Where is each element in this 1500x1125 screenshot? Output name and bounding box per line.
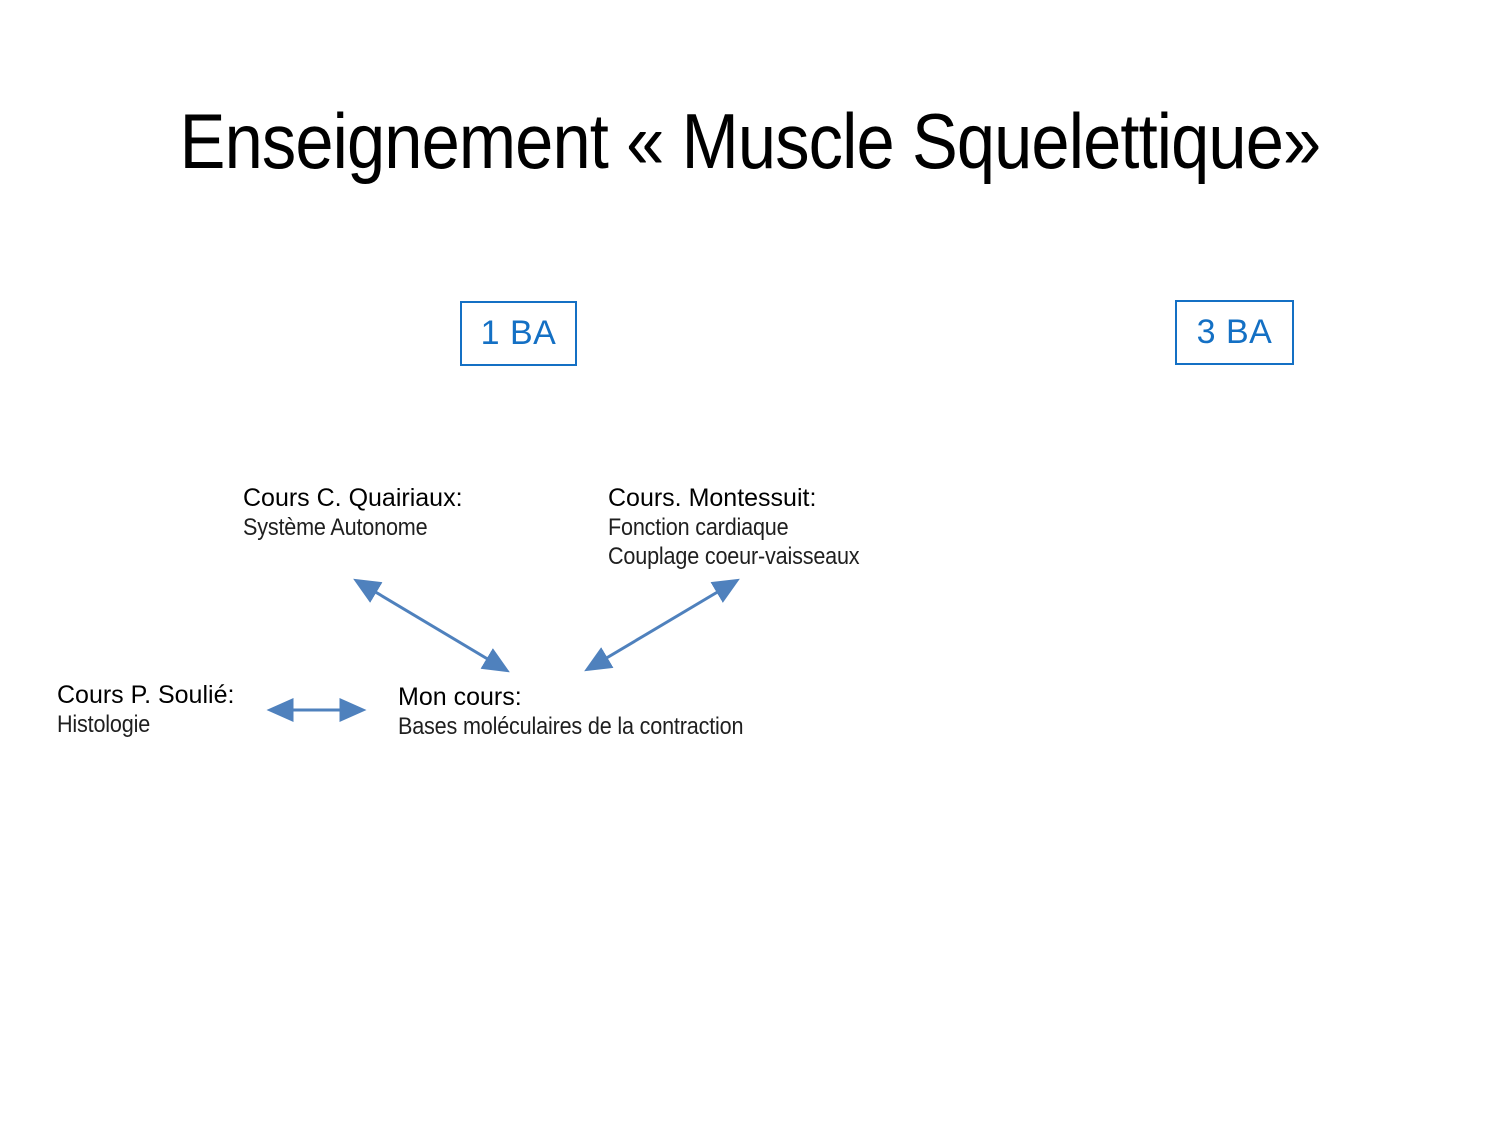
course-block-quairiaux: Cours C. Quairiaux: Système Autonome [243,484,463,542]
course-montessuit-line-2: Couplage coeur-vaisseaux [608,543,860,570]
badge-box-1ba: 1 BA [460,301,577,366]
badge-label-3ba: 3 BA [1196,313,1273,351]
arrow-quairiaux-moncours [353,578,510,673]
course-block-montessuit: Cours. Montessuit: Fonction cardiaque Co… [608,484,887,571]
course-montessuit-line-1: Fonction cardiaque [608,514,789,541]
course-moncours-line-1: Bases moléculaires de la contraction [398,713,744,740]
course-block-soulie: Cours P. Soulié: Histologie [57,681,234,739]
arrow-montessuit-moncours [584,578,740,672]
course-moncours-header: Mon cours: [398,683,522,711]
badge-label-1ba: 1 BA [480,314,557,352]
course-soulie-header: Cours P. Soulié: [57,681,235,709]
badge-box-3ba: 3 BA [1175,300,1294,365]
course-block-moncours: Mon cours: Bases moléculaires de la cont… [398,683,782,741]
course-montessuit-header: Cours. Montessuit: [608,484,817,512]
course-soulie-line-1: Histologie [57,711,151,738]
course-quairiaux-header: Cours C. Quairiaux: [243,484,463,512]
course-quairiaux-line-1: Système Autonome [243,514,428,541]
slide-title: Enseignement « Muscle Squelettique» [179,97,1322,185]
